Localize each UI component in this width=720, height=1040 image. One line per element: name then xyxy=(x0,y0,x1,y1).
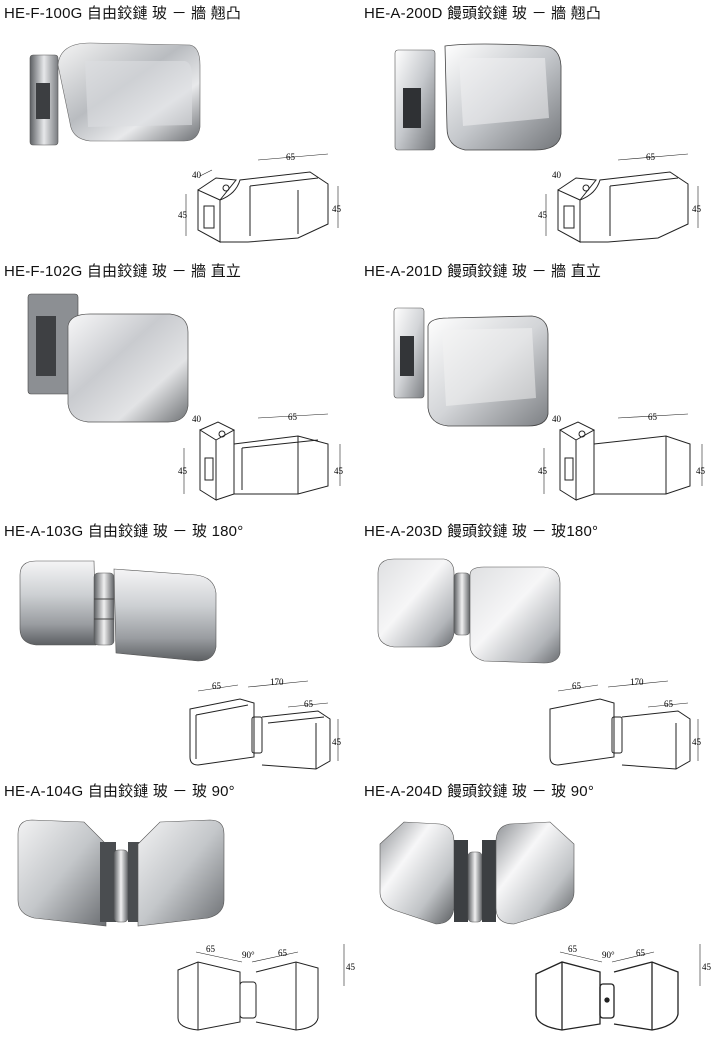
product-cell: HE-A-203D 饅頭鉸鏈 玻 － 玻180° 65 170 65 45 xyxy=(360,518,720,773)
hinge-drawing: 65 170 65 45 xyxy=(189,677,342,770)
hinge-drawing: 65 170 65 45 xyxy=(549,677,702,770)
product-cell: HE-F-102G 自由鉸鏈 玻 － 牆 直立 65 40 45 45 xyxy=(0,258,360,513)
product-cell: HE-F-100G 自由鉸鏈 玻 － 牆 翹凸 65 40 45 xyxy=(0,0,360,255)
svg-text:45: 45 xyxy=(332,204,342,214)
product-title: HE-F-102G 自由鉸鏈 玻 － 牆 直立 xyxy=(4,263,242,280)
svg-text:65: 65 xyxy=(568,944,578,954)
hinge-drawing: 65 90° 65 45 xyxy=(535,944,712,1031)
svg-text:40: 40 xyxy=(192,414,202,424)
svg-text:65: 65 xyxy=(278,948,288,958)
svg-text:65: 65 xyxy=(646,152,656,162)
svg-text:45: 45 xyxy=(178,210,188,220)
hinge-drawing: 65 90° 65 45 xyxy=(177,944,356,1031)
svg-text:65: 65 xyxy=(212,681,222,691)
svg-text:45: 45 xyxy=(692,204,702,214)
svg-text:45: 45 xyxy=(334,466,344,476)
product-cell: HE-A-201D 饅頭鉸鏈 玻 － 牆 直立 65 40 45 45 xyxy=(360,258,720,513)
svg-text:65: 65 xyxy=(572,681,582,691)
svg-text:45: 45 xyxy=(178,466,188,476)
hinge-photo xyxy=(377,558,561,664)
product-title: HE-A-103G 自由鉸鏈 玻 － 玻 180° xyxy=(4,523,244,540)
hinge-drawing: 65 40 45 45 xyxy=(178,152,342,243)
hinge-photo xyxy=(394,43,562,151)
svg-text:65: 65 xyxy=(288,412,298,422)
product-title: HE-A-204D 饅頭鉸鏈 玻 － 玻 90° xyxy=(364,783,595,800)
hinge-photo xyxy=(17,819,225,927)
svg-text:65: 65 xyxy=(636,948,646,958)
hinge-drawing: 65 40 45 45 xyxy=(538,412,706,501)
svg-text:45: 45 xyxy=(702,962,712,972)
hinge-photo xyxy=(29,42,201,146)
svg-text:45: 45 xyxy=(346,962,356,972)
svg-text:90°: 90° xyxy=(602,950,615,960)
product-title: HE-A-203D 饅頭鉸鏈 玻 － 玻180° xyxy=(364,523,599,540)
hinge-drawing: 65 40 45 45 xyxy=(538,152,702,243)
svg-text:40: 40 xyxy=(552,414,562,424)
hinge-drawing: 65 40 45 45 xyxy=(178,412,344,501)
svg-text:65: 65 xyxy=(664,699,674,709)
svg-text:45: 45 xyxy=(692,737,702,747)
svg-text:45: 45 xyxy=(332,737,342,747)
hinge-photo xyxy=(27,293,189,423)
product-title: HE-A-200D 饅頭鉸鏈 玻 － 牆 翹凸 xyxy=(364,5,602,22)
hinge-photo xyxy=(379,821,575,925)
svg-text:90°: 90° xyxy=(242,950,255,960)
svg-text:170: 170 xyxy=(630,677,644,687)
product-title: HE-F-100G 自由鉸鏈 玻 － 牆 翹凸 xyxy=(4,5,242,22)
product-title: HE-A-201D 饅頭鉸鏈 玻 － 牆 直立 xyxy=(364,263,602,280)
product-cell: HE-A-103G 自由鉸鏈 玻 － 玻 180° 65 170 65 4 xyxy=(0,518,360,773)
svg-text:45: 45 xyxy=(538,210,548,220)
svg-text:65: 65 xyxy=(304,699,314,709)
svg-text:65: 65 xyxy=(286,152,296,162)
svg-text:40: 40 xyxy=(192,170,202,180)
svg-text:40: 40 xyxy=(552,170,562,180)
svg-text:65: 65 xyxy=(648,412,658,422)
product-cell: HE-A-204D 饅頭鉸鏈 玻 － 玻 90° 65 90° 65 45 xyxy=(360,778,720,1033)
svg-text:45: 45 xyxy=(696,466,706,476)
svg-text:170: 170 xyxy=(270,677,284,687)
svg-text:45: 45 xyxy=(538,466,548,476)
product-title: HE-A-104G 自由鉸鏈 玻 － 玻 90° xyxy=(4,783,235,800)
hinge-photo xyxy=(393,307,549,427)
svg-text:65: 65 xyxy=(206,944,216,954)
hinge-photo xyxy=(19,560,217,662)
product-cell: HE-A-200D 饅頭鉸鏈 玻 － 牆 翹凸 65 40 45 45 xyxy=(360,0,720,255)
product-cell: HE-A-104G 自由鉸鏈 玻 － 玻 90° 65 90° 65 45 xyxy=(0,778,360,1033)
